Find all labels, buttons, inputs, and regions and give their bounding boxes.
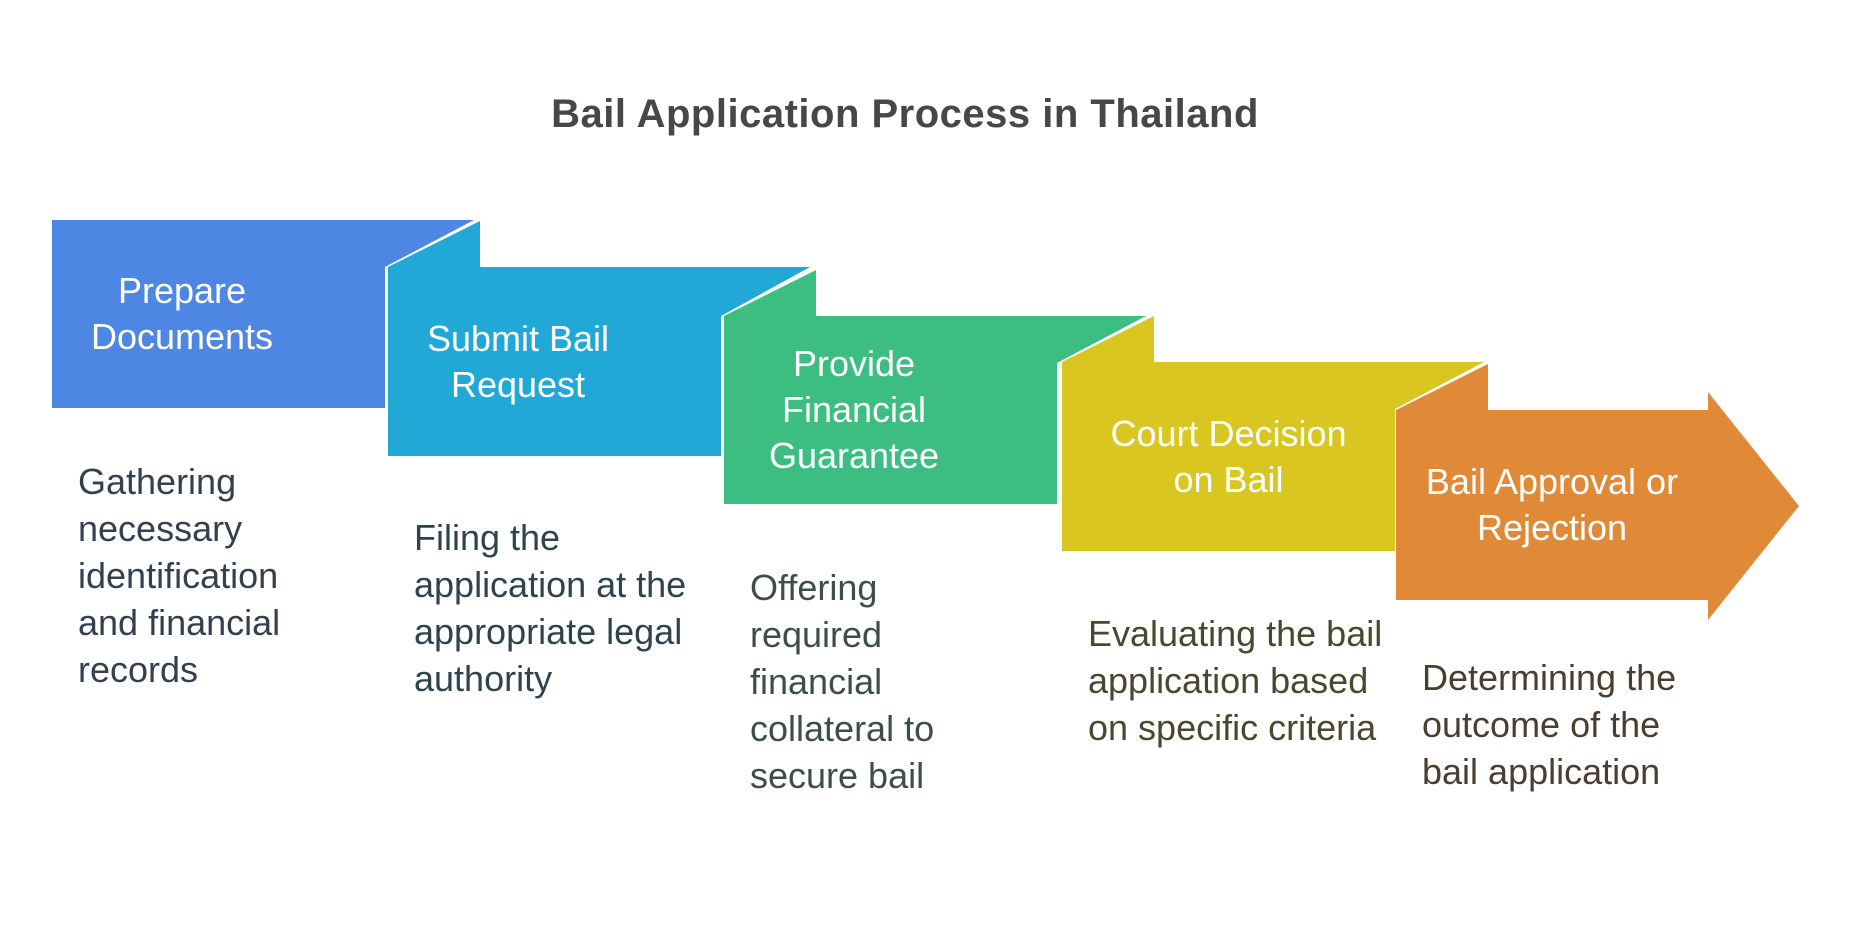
step-4-block-shape (1062, 362, 1484, 551)
step-3-block-shape (724, 316, 1146, 504)
step-4-description: Evaluating the bail application based on… (1088, 613, 1383, 748)
step-1-description: Gathering necessary identification and f… (78, 461, 281, 690)
step-2-block-shape (388, 267, 810, 456)
step-2-description: Filing the application at the appropriat… (414, 517, 687, 699)
step-5-description: Determining the outcome of the bail appl… (1422, 657, 1677, 792)
step-5-fold-shape (1396, 364, 1488, 410)
step-3-description: Offering required financial collateral t… (750, 567, 935, 796)
diagram-title: Bail Application Process in Thailand (551, 92, 1259, 136)
step-3-fold-shape (724, 270, 816, 316)
step-1-block-shape (52, 220, 474, 408)
step-5-arrow-shape (1396, 392, 1799, 620)
step-2-fold-shape (388, 221, 480, 267)
step-4-fold-shape (1062, 316, 1154, 362)
